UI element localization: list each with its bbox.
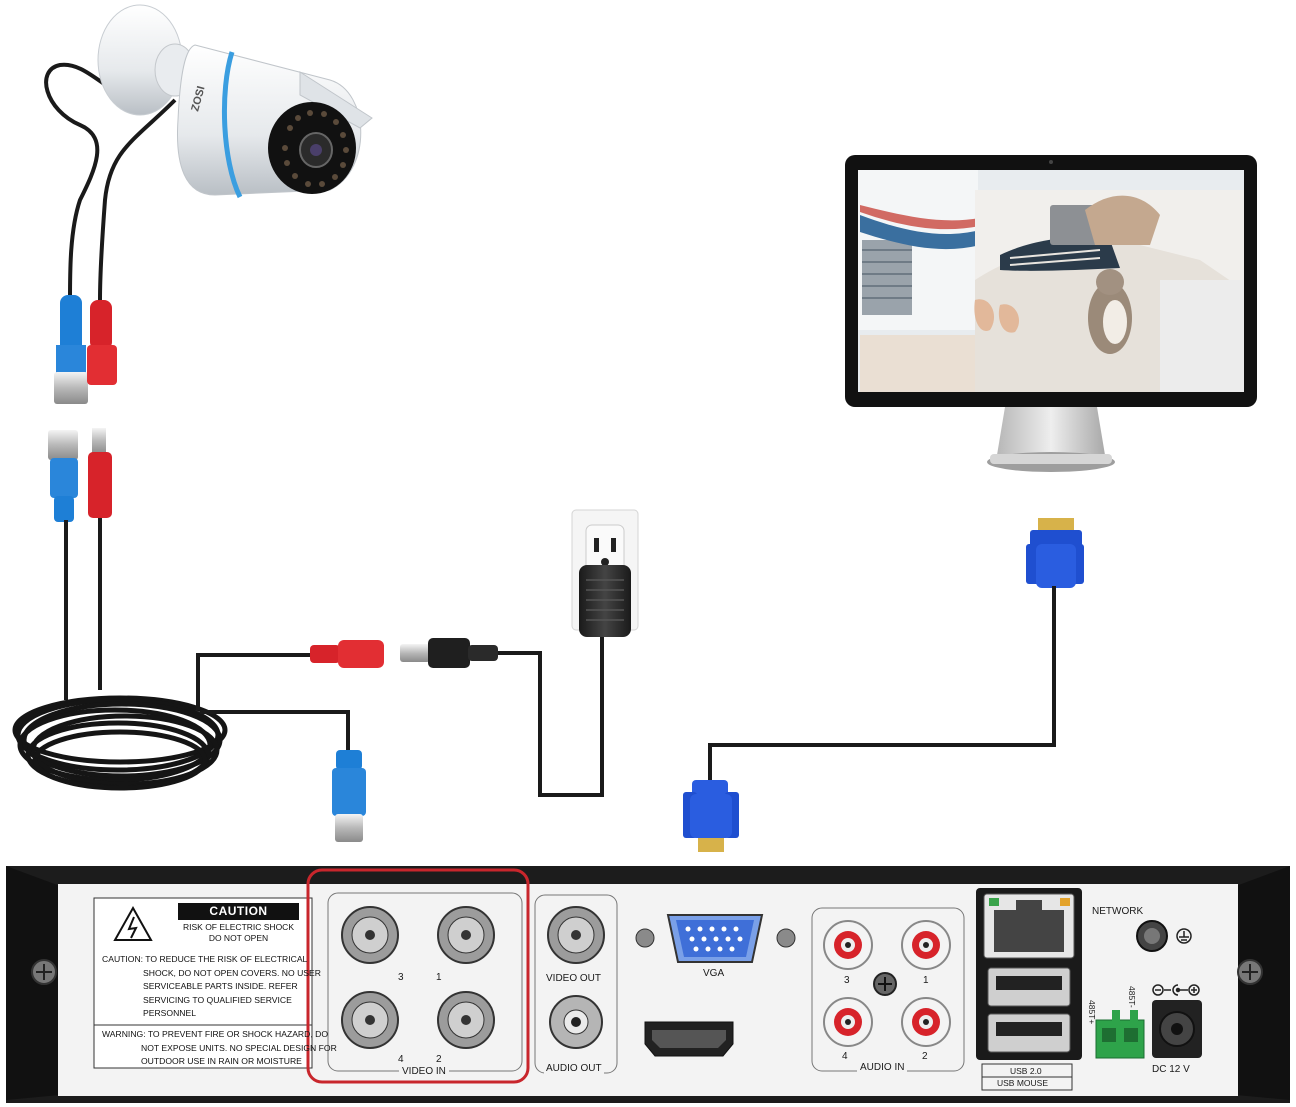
rca-audio-in-2 bbox=[901, 997, 951, 1047]
extension-bnc-male-connector bbox=[48, 430, 78, 522]
dvr-vga-connector bbox=[683, 780, 739, 852]
adapter-cable bbox=[498, 635, 604, 797]
usb-port-2 bbox=[987, 1013, 1071, 1053]
caution-line: SERVICEABLE PARTS INSIDE. REFER bbox=[143, 981, 298, 991]
vga-cable bbox=[708, 586, 1056, 782]
ground-icon bbox=[1176, 928, 1192, 944]
coil-video-lead bbox=[200, 710, 350, 752]
vga-label: VGA bbox=[703, 968, 725, 979]
caution-subtitle: RISK OF ELECTRIC SHOCK DO NOT OPEN bbox=[178, 922, 299, 944]
caution-line: SHOCK, DO NOT OPEN COVERS. NO USER bbox=[143, 967, 321, 978]
monitor-vga-connector bbox=[1026, 518, 1084, 588]
caution-title: CAUTION bbox=[178, 903, 299, 920]
extension-cable-coil bbox=[12, 695, 228, 791]
video-in-number-3: 3 bbox=[398, 972, 404, 983]
network-label: NETWORK bbox=[1092, 906, 1144, 917]
audio-in-number-3: 3 bbox=[844, 975, 850, 986]
extension-power-male-connector bbox=[88, 428, 112, 518]
coil-bnc-male-connector bbox=[332, 750, 366, 842]
usb-label-line-2: USB MOUSE bbox=[997, 1078, 1049, 1088]
bnc-video-out bbox=[547, 906, 605, 964]
hdmi-port bbox=[644, 1021, 734, 1057]
rs485-minus-label: 485T- bbox=[1127, 986, 1137, 1008]
rs485-terminal bbox=[1095, 1010, 1145, 1059]
warning-line: OUTDOOR USE IN RAIN OR MOISTURE bbox=[141, 1056, 302, 1066]
camera-cable-loop-2 bbox=[98, 98, 177, 301]
video-in-number-2: 2 bbox=[436, 1054, 442, 1065]
caution-line: PERSONNEL bbox=[143, 1008, 197, 1018]
audio-in-number-2: 2 bbox=[922, 1051, 928, 1062]
camera-power-female-connector bbox=[87, 300, 117, 385]
video-in-number-4: 4 bbox=[398, 1054, 404, 1065]
rca-audio-in-3 bbox=[823, 920, 873, 970]
audio-in-label: AUDIO IN bbox=[857, 1063, 908, 1073]
shock-warning-icon bbox=[113, 905, 153, 941]
caution-subtitle-line-1: RISK OF ELECTRIC SHOCK bbox=[183, 922, 294, 932]
warning-line: NOT EXPOSE UNITS. NO SPECIAL DESIGN FOR bbox=[141, 1042, 337, 1053]
dc-power-jack bbox=[1152, 1000, 1202, 1058]
rs485-plus-label: 485T+ bbox=[1087, 1000, 1097, 1025]
camera-hood bbox=[299, 71, 373, 129]
rca-audio-out bbox=[549, 995, 603, 1049]
usb-port-1 bbox=[987, 967, 1071, 1007]
coil-power-lead bbox=[196, 653, 312, 710]
bnc-video-in-3 bbox=[341, 906, 399, 964]
camera-ring bbox=[221, 51, 243, 199]
caution-text: CAUTION: TO REDUCE THE RISK OF ELECTRICA… bbox=[102, 953, 321, 1021]
bnc-video-in-4 bbox=[341, 991, 399, 1049]
video-out-label: VIDEO OUT bbox=[544, 973, 604, 984]
caution-subtitle-line-2: DO NOT OPEN bbox=[208, 933, 269, 943]
power-adapter bbox=[579, 565, 631, 637]
audio-out-label: AUDIO OUT bbox=[544, 1063, 604, 1074]
audio-in-number-4: 4 bbox=[842, 1051, 848, 1062]
warning-line: WARNING: TO PREVENT FIRE OR SHOCK HAZARD… bbox=[102, 1029, 329, 1039]
usb-label-line-1: USB 2.0 bbox=[1010, 1066, 1042, 1076]
caution-line: CAUTION: TO REDUCE THE RISK OF ELECTRICA… bbox=[102, 954, 308, 964]
rca-audio-in-1 bbox=[901, 920, 951, 970]
bnc-video-in-2 bbox=[437, 991, 495, 1049]
coil-power-female-connector bbox=[310, 640, 384, 668]
bnc-video-in-1 bbox=[437, 906, 495, 964]
dc-label: DC 12 V bbox=[1152, 1064, 1190, 1075]
rca-audio-in-4 bbox=[823, 997, 873, 1047]
adapter-dc-plug bbox=[400, 638, 498, 668]
video-in-label: VIDEO IN bbox=[399, 1067, 449, 1077]
video-in-highlight bbox=[306, 868, 530, 1084]
monitor bbox=[845, 155, 1257, 472]
camera-bnc-female-connector bbox=[54, 295, 88, 404]
warning-text: WARNING: TO PREVENT FIRE OR SHOCK HAZARD… bbox=[102, 1028, 337, 1069]
camera-ir-leds bbox=[282, 110, 349, 187]
video-in-number-1: 1 bbox=[436, 972, 442, 983]
rj45-port bbox=[983, 893, 1075, 959]
dc-polarity-icon bbox=[1152, 984, 1200, 996]
monitor-stand-neck bbox=[997, 407, 1105, 455]
audio-in-number-1: 1 bbox=[923, 975, 929, 986]
dvr-back-panel bbox=[6, 866, 1290, 1103]
vga-port bbox=[635, 914, 796, 963]
camera-cable-loop bbox=[44, 62, 171, 301]
caution-line: SERVICING TO QUALIFIED SERVICE bbox=[143, 994, 292, 1005]
monitor-screen-image bbox=[858, 170, 1244, 392]
security-camera bbox=[44, 4, 373, 301]
